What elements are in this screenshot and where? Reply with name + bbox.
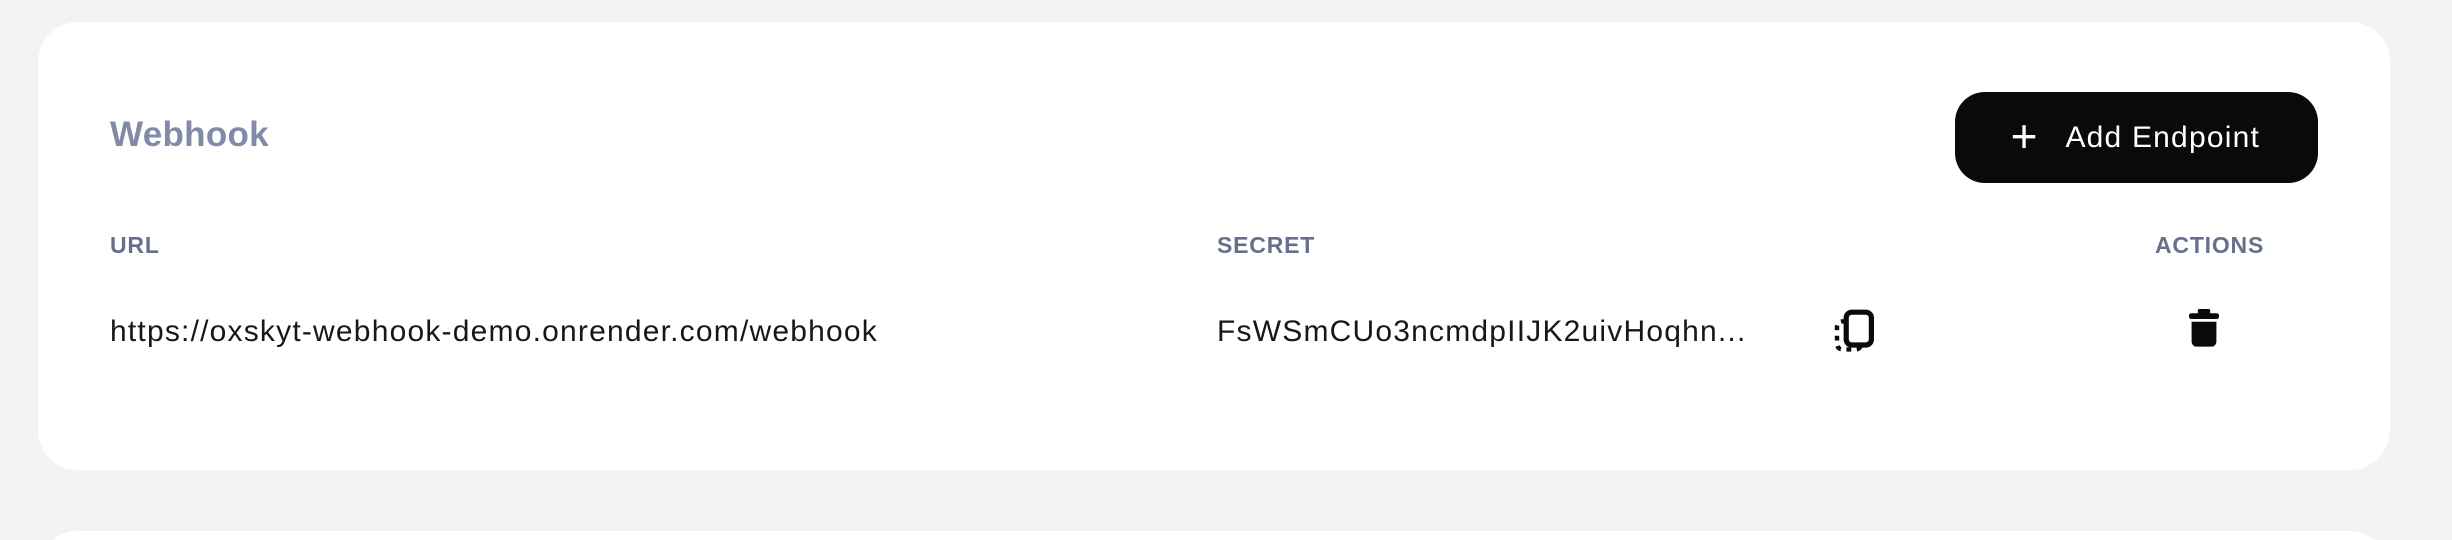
delete-endpoint-button[interactable]: [2189, 309, 2219, 347]
card-title: Webhook: [110, 115, 269, 154]
next-card-partial: [38, 531, 2390, 540]
copy-icon: [1831, 309, 1877, 355]
add-endpoint-button[interactable]: + Add Endpoint: [1954, 92, 2318, 183]
column-header-actions: ACTIONS: [2155, 232, 2265, 258]
endpoint-url: https://oxskyt-webhook-demo.onrender.com…: [110, 315, 878, 348]
table-row: https://oxskyt-webhook-demo.onrender.com…: [110, 309, 2318, 355]
copy-secret-button[interactable]: [1831, 309, 1877, 355]
plus-icon: +: [2010, 109, 2038, 162]
endpoint-secret: FsWSmCUo3ncmdpIIJK2uivHoqhn...: [1217, 315, 1747, 348]
card-header: Webhook + Add Endpoint: [110, 22, 2318, 183]
column-header-secret: SECRET: [1217, 232, 1316, 258]
trash-icon: [2189, 309, 2219, 347]
add-endpoint-label: Add Endpoint: [2065, 120, 2260, 154]
column-header-url: URL: [110, 232, 160, 258]
webhook-card: Webhook + Add Endpoint URL SECRET ACTION…: [38, 22, 2390, 470]
endpoint-actions-cell: [2155, 309, 2318, 355]
table-header-row: URL SECRET ACTIONS: [110, 232, 2318, 258]
endpoint-secret-cell: FsWSmCUo3ncmdpIIJK2uivHoqhn...: [1217, 309, 2155, 355]
